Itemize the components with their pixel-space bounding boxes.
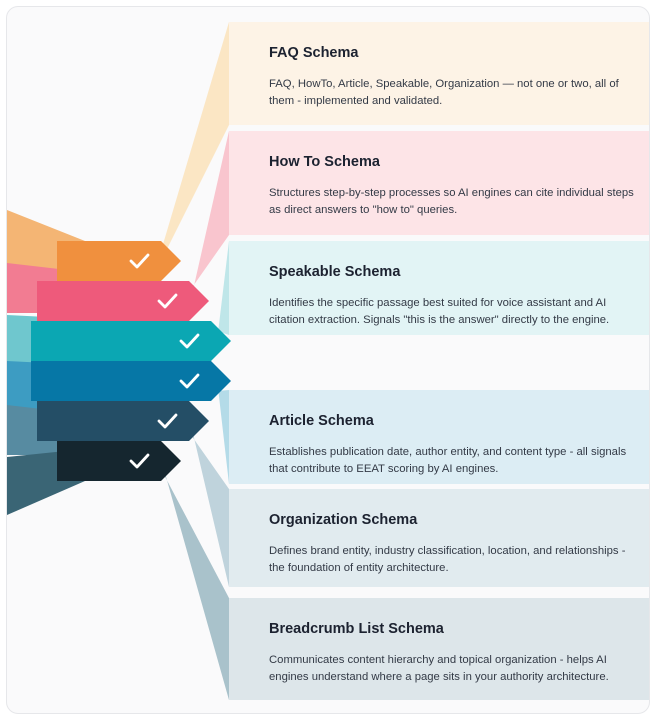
connector-ribbon <box>217 241 229 341</box>
connector-ribbon <box>217 379 229 484</box>
card-breadcrumb-list-schema: Breadcrumb List Schema Communicates cont… <box>235 620 649 685</box>
card-article-schema: Article Schema Establishes publication d… <box>235 412 649 477</box>
card-background <box>229 390 649 484</box>
card-background <box>229 241 649 335</box>
checkmark-icon <box>179 333 200 349</box>
card-description: Communicates content hierarchy and topic… <box>269 654 609 683</box>
infographic-frame: FAQ Schema FAQ, HowTo, Article, Speakabl… <box>6 6 650 714</box>
checkmark-icon <box>129 453 150 469</box>
card-description: Structures step-by-step processes so AI … <box>269 187 634 216</box>
fan-diagram <box>7 22 649 700</box>
arrow-band <box>57 441 181 481</box>
card-title: Article Schema <box>269 413 374 429</box>
arrow-band <box>37 281 209 321</box>
checkmark-icon <box>157 293 178 309</box>
card-title: Organization Schema <box>269 512 418 528</box>
card-background <box>229 489 649 587</box>
card-description: Identifies the specific passage best sui… <box>269 297 610 326</box>
arrow-band <box>31 361 231 401</box>
card-speakable-schema: Speakable Schema Identifies the specific… <box>235 263 649 328</box>
card-background <box>229 22 649 125</box>
checkmark-icon <box>129 253 150 269</box>
card-description: Establishes publication date, author ent… <box>269 446 627 475</box>
card-how-to-schema: How To Schema Structures step-by-step pr… <box>235 153 649 218</box>
card-title: Speakable Schema <box>269 264 401 280</box>
checkmark-icon <box>157 413 178 429</box>
arrow-band <box>31 321 231 361</box>
card-description: Defines brand entity, industry classific… <box>269 545 626 574</box>
checkmark-icon <box>179 373 200 389</box>
connector-ribbon <box>191 425 229 587</box>
card-title: FAQ Schema <box>269 45 359 61</box>
card-background <box>229 131 649 235</box>
connector-ribbon <box>161 22 229 261</box>
card-background <box>229 598 649 700</box>
card-faq-schema: FAQ Schema FAQ, HowTo, Article, Speakabl… <box>235 44 649 109</box>
arrow-band <box>37 401 209 441</box>
connector-ribbon <box>191 131 229 299</box>
card-organization-schema: Organization Schema Defines brand entity… <box>235 511 649 576</box>
connector-ribbon <box>161 459 229 700</box>
card-description: FAQ, HowTo, Article, Speakable, Organiza… <box>269 78 619 107</box>
card-title: How To Schema <box>269 154 380 170</box>
arrow-band <box>57 241 181 281</box>
card-title: Breadcrumb List Schema <box>269 621 444 637</box>
